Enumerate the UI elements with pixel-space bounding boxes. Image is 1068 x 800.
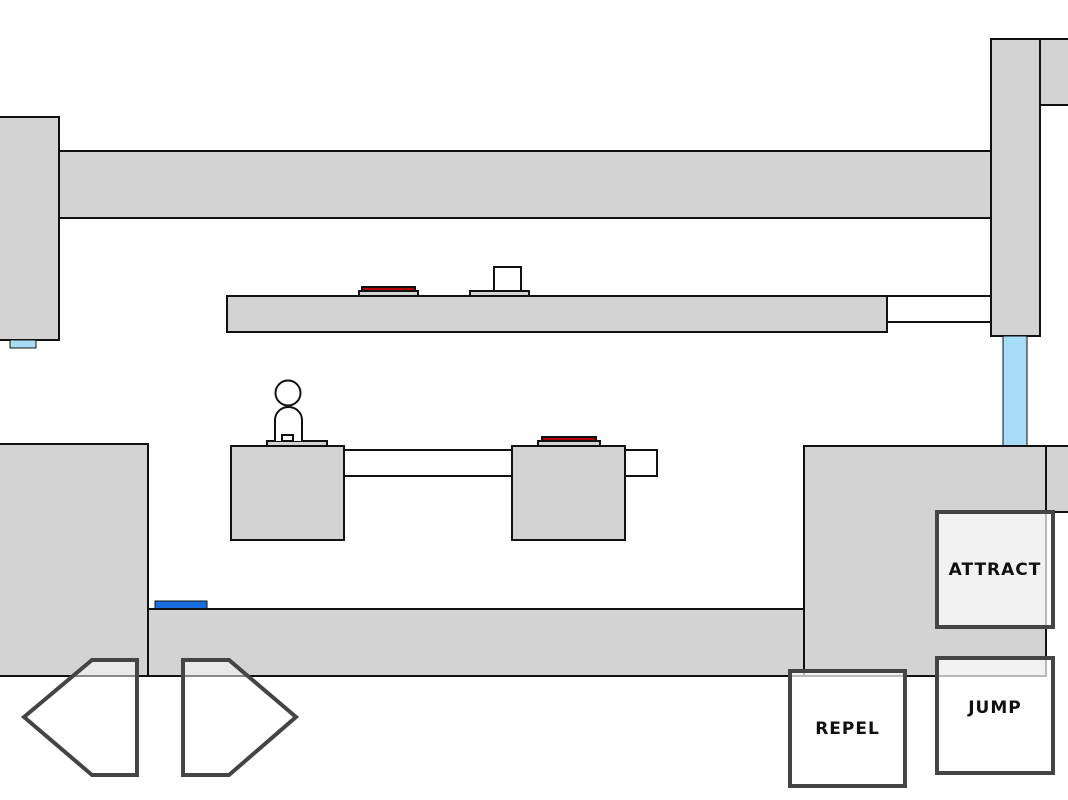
player-head	[274, 379, 302, 407]
blue-force-beam	[1002, 335, 1028, 447]
repel-label: REPEL	[815, 718, 880, 739]
bridge-connector	[343, 449, 513, 477]
left-lower-wall	[0, 443, 149, 677]
pressure-plate-red-2	[541, 436, 597, 442]
floor	[147, 608, 805, 677]
right-arrow-icon[interactable]	[181, 658, 300, 777]
left-upper-wall	[0, 116, 60, 341]
pressure-plate-red	[361, 286, 416, 292]
middle-platform	[226, 295, 888, 333]
repel-button[interactable]: REPEL	[788, 669, 907, 788]
right-top-block	[1039, 38, 1068, 106]
crate-box	[493, 266, 522, 292]
player-body	[274, 406, 303, 441]
block-left	[230, 445, 345, 541]
right-column	[990, 38, 1041, 337]
block-right-extension	[624, 449, 658, 477]
attract-button[interactable]: ATTRACT	[935, 510, 1055, 629]
player-character	[266, 379, 328, 447]
light-blue-emitter	[9, 339, 37, 349]
attract-label: ATTRACT	[948, 559, 1042, 580]
right-side-block	[1045, 445, 1068, 513]
left-arrow-icon[interactable]	[20, 658, 139, 777]
player-base	[266, 440, 328, 447]
player-feet	[281, 434, 294, 442]
platform-connector	[886, 295, 992, 323]
jump-button[interactable]: JUMP	[935, 656, 1055, 775]
jump-label: JUMP	[968, 697, 1022, 718]
blue-pad	[154, 600, 208, 610]
block-right	[511, 445, 626, 541]
top-beam	[58, 150, 992, 219]
